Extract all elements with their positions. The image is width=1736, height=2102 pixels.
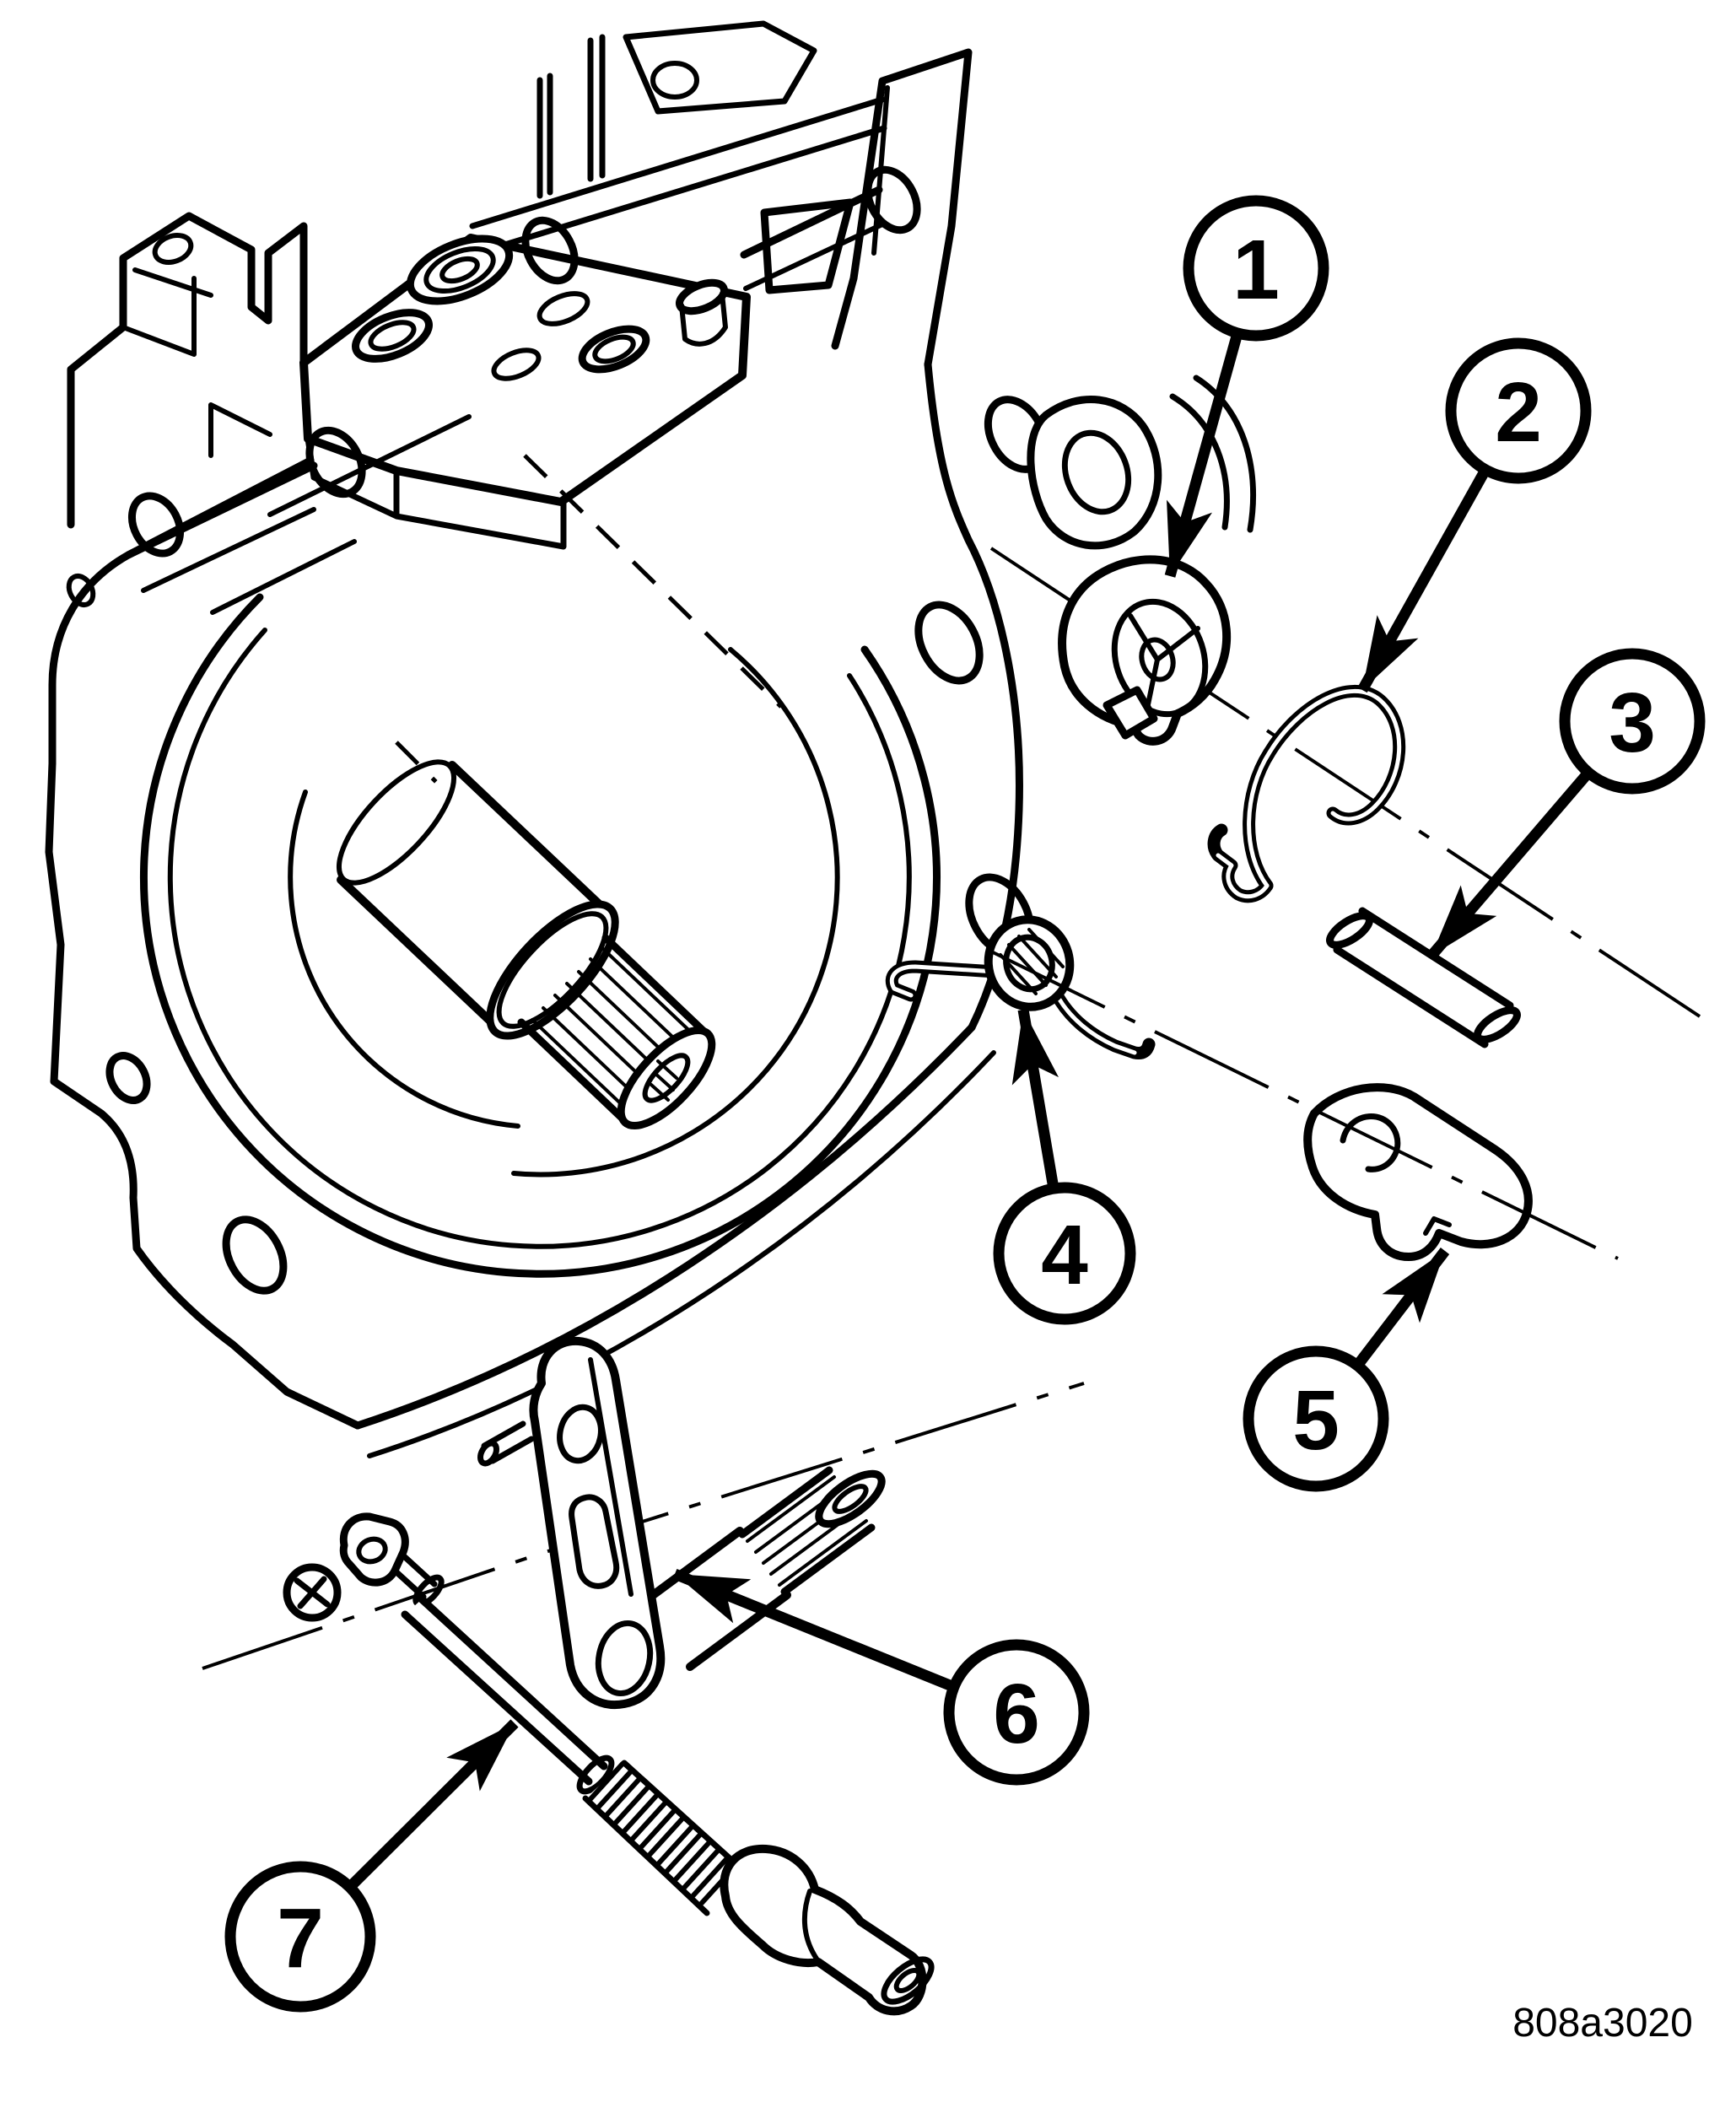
callout-3-number: 3	[1609, 676, 1656, 770]
callout-7-leader	[346, 1719, 519, 1891]
part-2-spring-clip	[1207, 685, 1406, 903]
transaxle-case-drawing	[45, 20, 1257, 1458]
figure-code: 808a3020	[1512, 2001, 1693, 2045]
callout-2-leader	[1357, 466, 1491, 693]
callout-7: 7	[224, 1719, 519, 2013]
part-1-guide-bracket	[1058, 555, 1232, 746]
part-5-park-pawl	[1303, 1083, 1533, 1261]
part-3-pivot-pin	[1326, 907, 1521, 1048]
callout-6-circle	[943, 1639, 1090, 1786]
callout-4-leader	[1011, 1008, 1059, 1190]
callout-5-number: 5	[1292, 1373, 1340, 1468]
callout-3-circle	[1559, 648, 1706, 795]
callout-6: 6	[672, 1568, 1090, 1786]
screw-head	[283, 1563, 342, 1622]
part-7-park-rod	[283, 1512, 935, 2016]
callout-3-leader	[1427, 768, 1593, 960]
callout-7-circle	[224, 1861, 376, 2013]
callout-4: 4	[993, 1008, 1136, 1325]
part-6-manual-lever-shaft	[477, 1336, 886, 1710]
callout-6-number: 6	[993, 1667, 1040, 1761]
callout-1-circle	[1183, 195, 1329, 342]
callout-3: 3	[1427, 648, 1706, 960]
callout-5-circle	[1243, 1345, 1389, 1492]
output-shaft	[336, 759, 716, 1129]
centerline-upper	[989, 547, 1701, 1018]
callout-2-number: 2	[1495, 365, 1542, 460]
callout-1-leader	[1164, 331, 1243, 578]
callout-5: 5	[1243, 1248, 1450, 1492]
part-4-torsion-spring	[885, 915, 1156, 1059]
callout-2: 2	[1357, 337, 1592, 693]
callout-7-number: 7	[277, 1891, 324, 1986]
callout-2-circle	[1445, 337, 1592, 484]
callout-4-number: 4	[1041, 1208, 1088, 1302]
callout-1-number: 1	[1232, 223, 1280, 317]
centerline-lower	[202, 1382, 1085, 1670]
callout-1: 1	[1164, 195, 1329, 578]
callout-4-circle	[993, 1182, 1136, 1325]
callout-5-leader	[1352, 1248, 1450, 1369]
centerline-middle	[990, 950, 1619, 1260]
callout-6-leader	[672, 1568, 957, 1693]
